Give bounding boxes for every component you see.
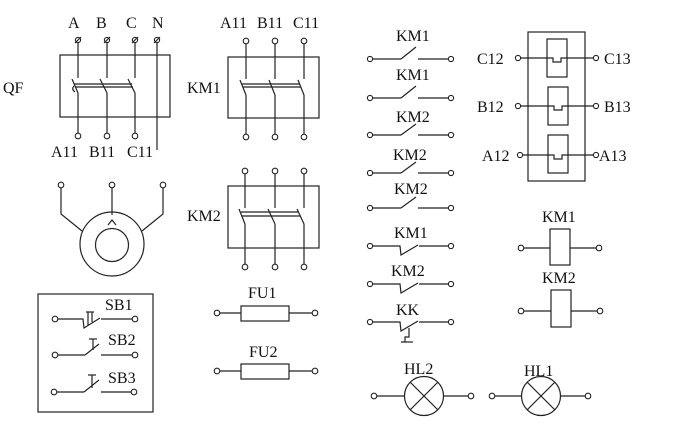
- indicator-lamp-hl1: HL1: [488, 363, 592, 417]
- no-contact-label: KM2: [393, 147, 427, 164]
- thermal-right-label: A13: [599, 148, 627, 165]
- qf-input-terminals: [74, 36, 161, 44]
- thermal-left-label: C12: [477, 51, 504, 68]
- thermal-actuator-icon: [401, 328, 410, 343]
- fu1-label: FU1: [248, 285, 276, 302]
- button-sb3[interactable]: SB3: [50, 370, 138, 396]
- no-contact-km2-c: KM2: [366, 181, 455, 212]
- no-contact-km1-a: KM1: [366, 28, 455, 63]
- lamp-icon: [520, 375, 562, 417]
- no-contact-km1-b: KM1: [366, 67, 455, 102]
- coil-label: KM2: [542, 270, 576, 287]
- no-contact-label: KM1: [396, 28, 430, 45]
- fu2-label: FU2: [249, 344, 277, 361]
- qf-input-a-label: A: [68, 15, 80, 32]
- fuse-fu2: FU2: [213, 344, 319, 380]
- contactor-km1-main: A11 B11 C11 KM1: [187, 15, 320, 141]
- no-contact-km2-b: KM2: [366, 147, 455, 177]
- nc-contact-label: KM2: [391, 263, 425, 280]
- km2-housing: [227, 185, 320, 249]
- thermal-row-c: C12 C13: [477, 38, 631, 78]
- motor-stator: [79, 211, 145, 277]
- qf-output-a11-label: A11: [51, 144, 78, 161]
- thermal-right-label: B13: [604, 99, 631, 116]
- indicator-lamp-hl2: HL2: [370, 361, 475, 417]
- km1-main-label: KM1: [187, 80, 221, 97]
- button-box: [37, 293, 154, 413]
- thermal-right-label: C13: [604, 51, 631, 68]
- qf-input-n-label: N: [152, 15, 164, 32]
- motor-rotor: [94, 227, 130, 263]
- nc-contact-kk-thermal: KK: [366, 302, 455, 343]
- lamp-label: HL1: [524, 363, 553, 380]
- thermal-left-label: A12: [482, 148, 510, 165]
- sb3-label: SB3: [108, 370, 136, 387]
- circuit-breaker-qf: QF A B C N A11 B11 C11: [3, 15, 171, 161]
- qf-output-c11-label: C11: [127, 144, 153, 161]
- no-contact-km2-a: KM2: [366, 109, 455, 139]
- thermal-left-label: B12: [477, 99, 504, 116]
- km2-main-label: KM2: [187, 208, 221, 225]
- no-contact-label: KM2: [394, 181, 428, 198]
- nc-contact-km1: KM1: [366, 225, 455, 256]
- coil-km2: KM2: [517, 270, 604, 328]
- fuse-fu1: FU1: [213, 285, 319, 322]
- contactor-km2-main: KM2: [187, 167, 320, 271]
- star-connection-icon: [107, 219, 117, 226]
- button-sb2[interactable]: SB2: [51, 332, 139, 359]
- thermal-row-b: B12 B13: [477, 86, 631, 126]
- qf-input-c-label: C: [126, 15, 137, 32]
- qf-input-b-label: B: [96, 15, 107, 32]
- nc-contact-label: KM1: [394, 225, 428, 242]
- lamp-label: HL2: [404, 361, 433, 378]
- qf-label: QF: [3, 80, 24, 97]
- lamp-icon: [403, 375, 445, 417]
- no-contact-label: KM1: [396, 67, 430, 84]
- qf-housing: [59, 54, 171, 118]
- thermal-overload-relay: C12 C13 B12 B13 A12 A13: [477, 31, 631, 182]
- auxiliary-no-contacts: KM1 KM1 KM2 KM2 KM2: [366, 28, 455, 212]
- km1-input-c11-label: C11: [293, 15, 319, 32]
- auxiliary-nc-contacts: KM1 KM2 KK: [366, 225, 455, 343]
- km1-housing: [227, 56, 320, 119]
- qf-output-b11-label: B11: [89, 144, 115, 161]
- coil-label: KM1: [542, 209, 576, 226]
- sb1-label: SB1: [105, 297, 133, 314]
- coil-km1: KM1: [517, 209, 603, 266]
- km1-input-b11-label: B11: [257, 15, 283, 32]
- thermal-row-a: A12 A13: [482, 134, 627, 174]
- three-phase-motor: [57, 181, 167, 277]
- nc-contact-label: KK: [396, 302, 420, 319]
- sb2-label: SB2: [108, 332, 136, 349]
- push-button-station: SB1 SB2 SB3: [37, 293, 154, 413]
- nc-contact-km2: KM2: [366, 263, 455, 294]
- button-sb1[interactable]: SB1: [51, 297, 139, 330]
- km1-input-a11-label: A11: [220, 15, 247, 32]
- no-contact-label: KM2: [396, 109, 430, 126]
